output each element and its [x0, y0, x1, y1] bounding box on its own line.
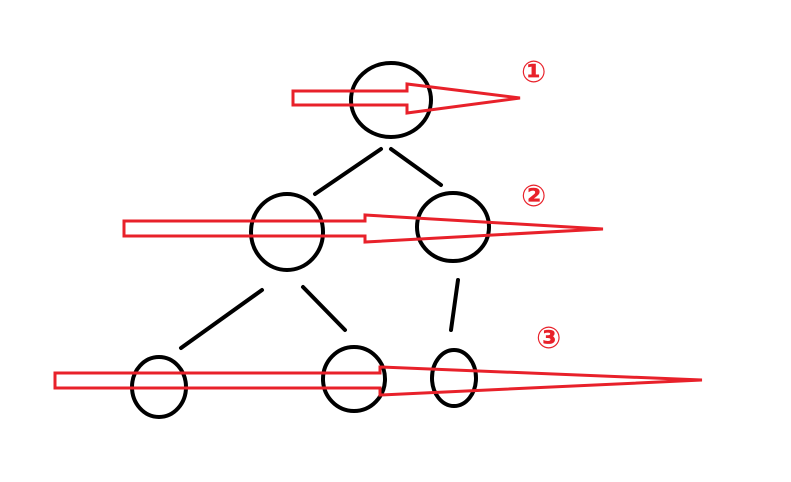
edge-left-middleleaf: [301, 285, 347, 332]
tree-node-left: [249, 192, 325, 272]
edge-root-right: [389, 147, 443, 187]
level-2-marker: ②: [521, 179, 546, 214]
level-3-marker: ③: [536, 321, 561, 356]
tree-edges: [179, 147, 460, 350]
level-1-marker: ①: [521, 55, 546, 90]
level-2-arrow: [122, 213, 604, 244]
edge-root-left: [313, 147, 383, 196]
traversal-arrows: [53, 82, 703, 397]
edge-left-leftleaf: [179, 288, 264, 350]
tree-node-leaf-middle: [321, 345, 387, 413]
level-markers: ① ② ③: [521, 55, 561, 356]
tree-nodes: [130, 61, 491, 419]
tree-node-right: [415, 191, 491, 263]
tree-node-leaf-right: [430, 348, 478, 408]
level-1-arrow: [291, 82, 521, 115]
level-3-arrow: [53, 365, 703, 397]
tree-node-root: [349, 61, 433, 139]
edge-right-rightleaf: [449, 278, 460, 332]
